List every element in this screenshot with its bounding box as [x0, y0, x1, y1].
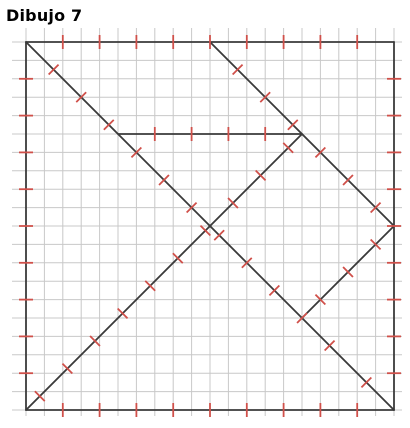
tick-mark [287, 119, 299, 131]
tick-mark [75, 91, 87, 103]
tick-mark [314, 294, 326, 306]
tick-mark [296, 312, 308, 324]
tick-mark [48, 64, 60, 76]
tick-marks [19, 35, 401, 417]
tick-mark [314, 146, 326, 158]
tick-mark [158, 174, 170, 186]
tick-mark [227, 197, 239, 209]
tick-mark [370, 238, 382, 250]
tick-mark [259, 91, 271, 103]
tick-mark [144, 280, 156, 292]
tick-mark [268, 284, 280, 296]
tick-mark [255, 169, 267, 181]
tick-mark [360, 376, 372, 388]
drawing-segment [25, 133, 303, 411]
tick-mark [370, 202, 382, 214]
tick-mark [103, 119, 115, 131]
tick-mark [324, 340, 336, 352]
tick-mark [342, 266, 354, 278]
tick-mark [117, 307, 129, 319]
tick-mark [232, 64, 244, 76]
tick-mark [282, 142, 294, 154]
drawing-title: Dibujo 7 [6, 6, 83, 25]
tick-mark [130, 146, 142, 158]
tick-mark [34, 390, 46, 402]
tick-mark [186, 202, 198, 214]
tick-mark [61, 363, 73, 375]
tick-mark [342, 174, 354, 186]
tick-mark [199, 225, 211, 237]
tick-mark [241, 257, 253, 269]
tick-mark [213, 229, 225, 241]
tick-mark [89, 335, 101, 347]
tick-mark [172, 252, 184, 264]
